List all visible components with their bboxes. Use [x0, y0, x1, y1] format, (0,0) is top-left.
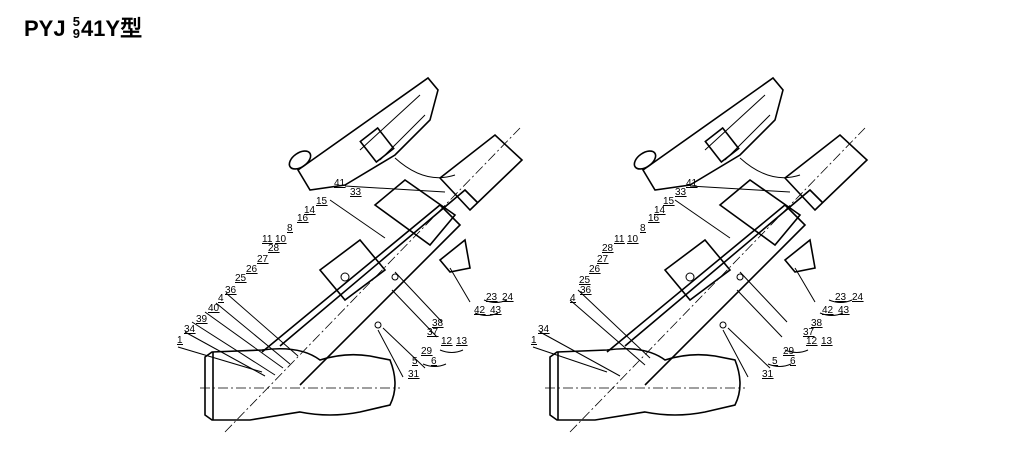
- title-sup: 5: [72, 14, 80, 30]
- valve-geometry-right: [532, 76, 869, 433]
- right-part-label: 1: [531, 335, 537, 346]
- left-part-label: 8: [287, 223, 293, 234]
- left-part-label: 16: [297, 213, 309, 224]
- right-part-label: 41: [686, 178, 698, 189]
- title-prefix: PYJ: [24, 16, 72, 41]
- right-part-label: 6: [790, 356, 796, 367]
- left-part-label: 13: [456, 336, 468, 347]
- right-part-label: 8: [640, 223, 646, 234]
- right-part-label: 4: [570, 293, 576, 304]
- left-part-label: 42: [474, 305, 486, 316]
- left-part-label: 40: [208, 303, 220, 314]
- left-part-label: 12: [441, 336, 453, 347]
- left-part-label: 31: [408, 369, 420, 380]
- right-part-label: 38: [811, 318, 823, 329]
- right-part-label: 29: [783, 346, 795, 357]
- right-part-label: 5: [772, 356, 778, 367]
- right-part-label: 23: [835, 292, 847, 303]
- left-part-label: 1: [177, 335, 183, 346]
- left-part-label: 5: [412, 356, 418, 367]
- right-part-label: 33: [675, 187, 687, 198]
- left-part-label: 39: [196, 314, 208, 325]
- left-part-label: 37: [427, 327, 439, 338]
- title-suffix: 41Y型: [80, 16, 143, 41]
- left-part-label: 6: [431, 356, 437, 367]
- right-part-label: 28: [602, 243, 614, 254]
- left-part-label: 27: [257, 254, 269, 265]
- right-part-label: 27: [597, 254, 609, 265]
- left-part-label: 10: [275, 234, 287, 245]
- right-part-label: 11: [614, 234, 625, 245]
- right-part-label: 26: [589, 264, 601, 275]
- right-part-label: 31: [762, 369, 774, 380]
- left-part-label: 15: [316, 196, 328, 207]
- right-part-label: 15: [663, 196, 675, 207]
- right-part-label: 34: [538, 324, 550, 335]
- right-part-label: 14: [654, 205, 666, 216]
- left-part-label: 23: [486, 292, 498, 303]
- left-part-label: 38: [432, 318, 444, 329]
- right-part-label: 42: [822, 305, 834, 316]
- right-part-label: 12: [806, 336, 818, 347]
- left-part-label: 43: [490, 305, 502, 316]
- left-part-label: 36: [225, 285, 237, 296]
- left-part-label: 24: [502, 292, 514, 303]
- left-part-label: 26: [246, 264, 258, 275]
- left-part-label: 25: [235, 273, 247, 284]
- left-part-label: 11: [262, 234, 273, 245]
- left-part-label: 29: [421, 346, 433, 357]
- right-part-label: 10: [627, 234, 639, 245]
- right-part-label: 36: [580, 285, 592, 296]
- left-part-label: 34: [184, 324, 196, 335]
- left-part-label: 33: [350, 187, 362, 198]
- left-part-label: 28: [268, 243, 280, 254]
- right-part-label: 24: [852, 292, 864, 303]
- right-part-label: 16: [648, 213, 660, 224]
- left-part-label: 41: [334, 178, 346, 189]
- left-part-label: 14: [304, 205, 316, 216]
- title-sub: 9: [72, 26, 80, 42]
- right-part-label: 37: [803, 327, 815, 338]
- right-part-label: 13: [821, 336, 833, 347]
- valve-geometry-left: [177, 76, 524, 433]
- right-part-label: 25: [579, 275, 591, 286]
- left-part-label: 4: [218, 293, 224, 304]
- right-part-label: 43: [838, 305, 850, 316]
